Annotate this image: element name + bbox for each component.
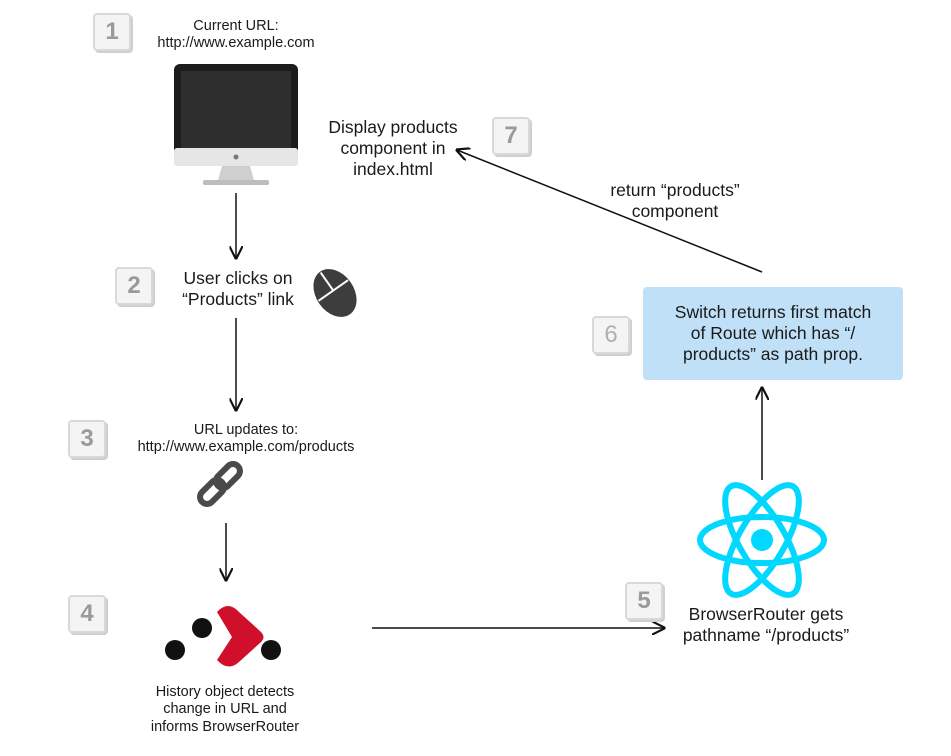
step-badge-2: 2: [115, 267, 153, 305]
return-edge-label: return “products” component: [610, 180, 740, 221]
step-2-label: User clicks on “Products” link: [182, 268, 294, 309]
step-badge-5: 5: [625, 582, 663, 620]
react-logo-icon: [697, 482, 827, 598]
step-badge-1: 1: [93, 13, 131, 51]
step-3-label: URL updates to: http://www.example.com/p…: [137, 422, 355, 456]
step-badge-4: 4: [68, 595, 106, 633]
step-1-label: Current URL: http://www.example.com: [157, 18, 315, 52]
mouse-icon: [313, 269, 357, 317]
step-badge-3: 3: [68, 420, 106, 458]
step-5-label: BrowserRouter gets pathname “/products”: [682, 604, 850, 645]
monitor-icon: [174, 64, 298, 185]
step-6-label: Switch returns first match of Route whic…: [674, 302, 872, 364]
history-logo-icon: [165, 606, 281, 667]
link-chain-icon: [197, 461, 243, 507]
step-badge-7: 7: [492, 117, 530, 155]
arrow-6-to-7: [457, 150, 763, 273]
step-badge-6: 6: [592, 316, 630, 354]
step-4-label: History object detects change in URL and…: [150, 684, 300, 735]
step-7-label: Display products component in index.html: [328, 117, 458, 179]
switch-callout-box: Switch returns first match of Route whic…: [643, 287, 903, 380]
